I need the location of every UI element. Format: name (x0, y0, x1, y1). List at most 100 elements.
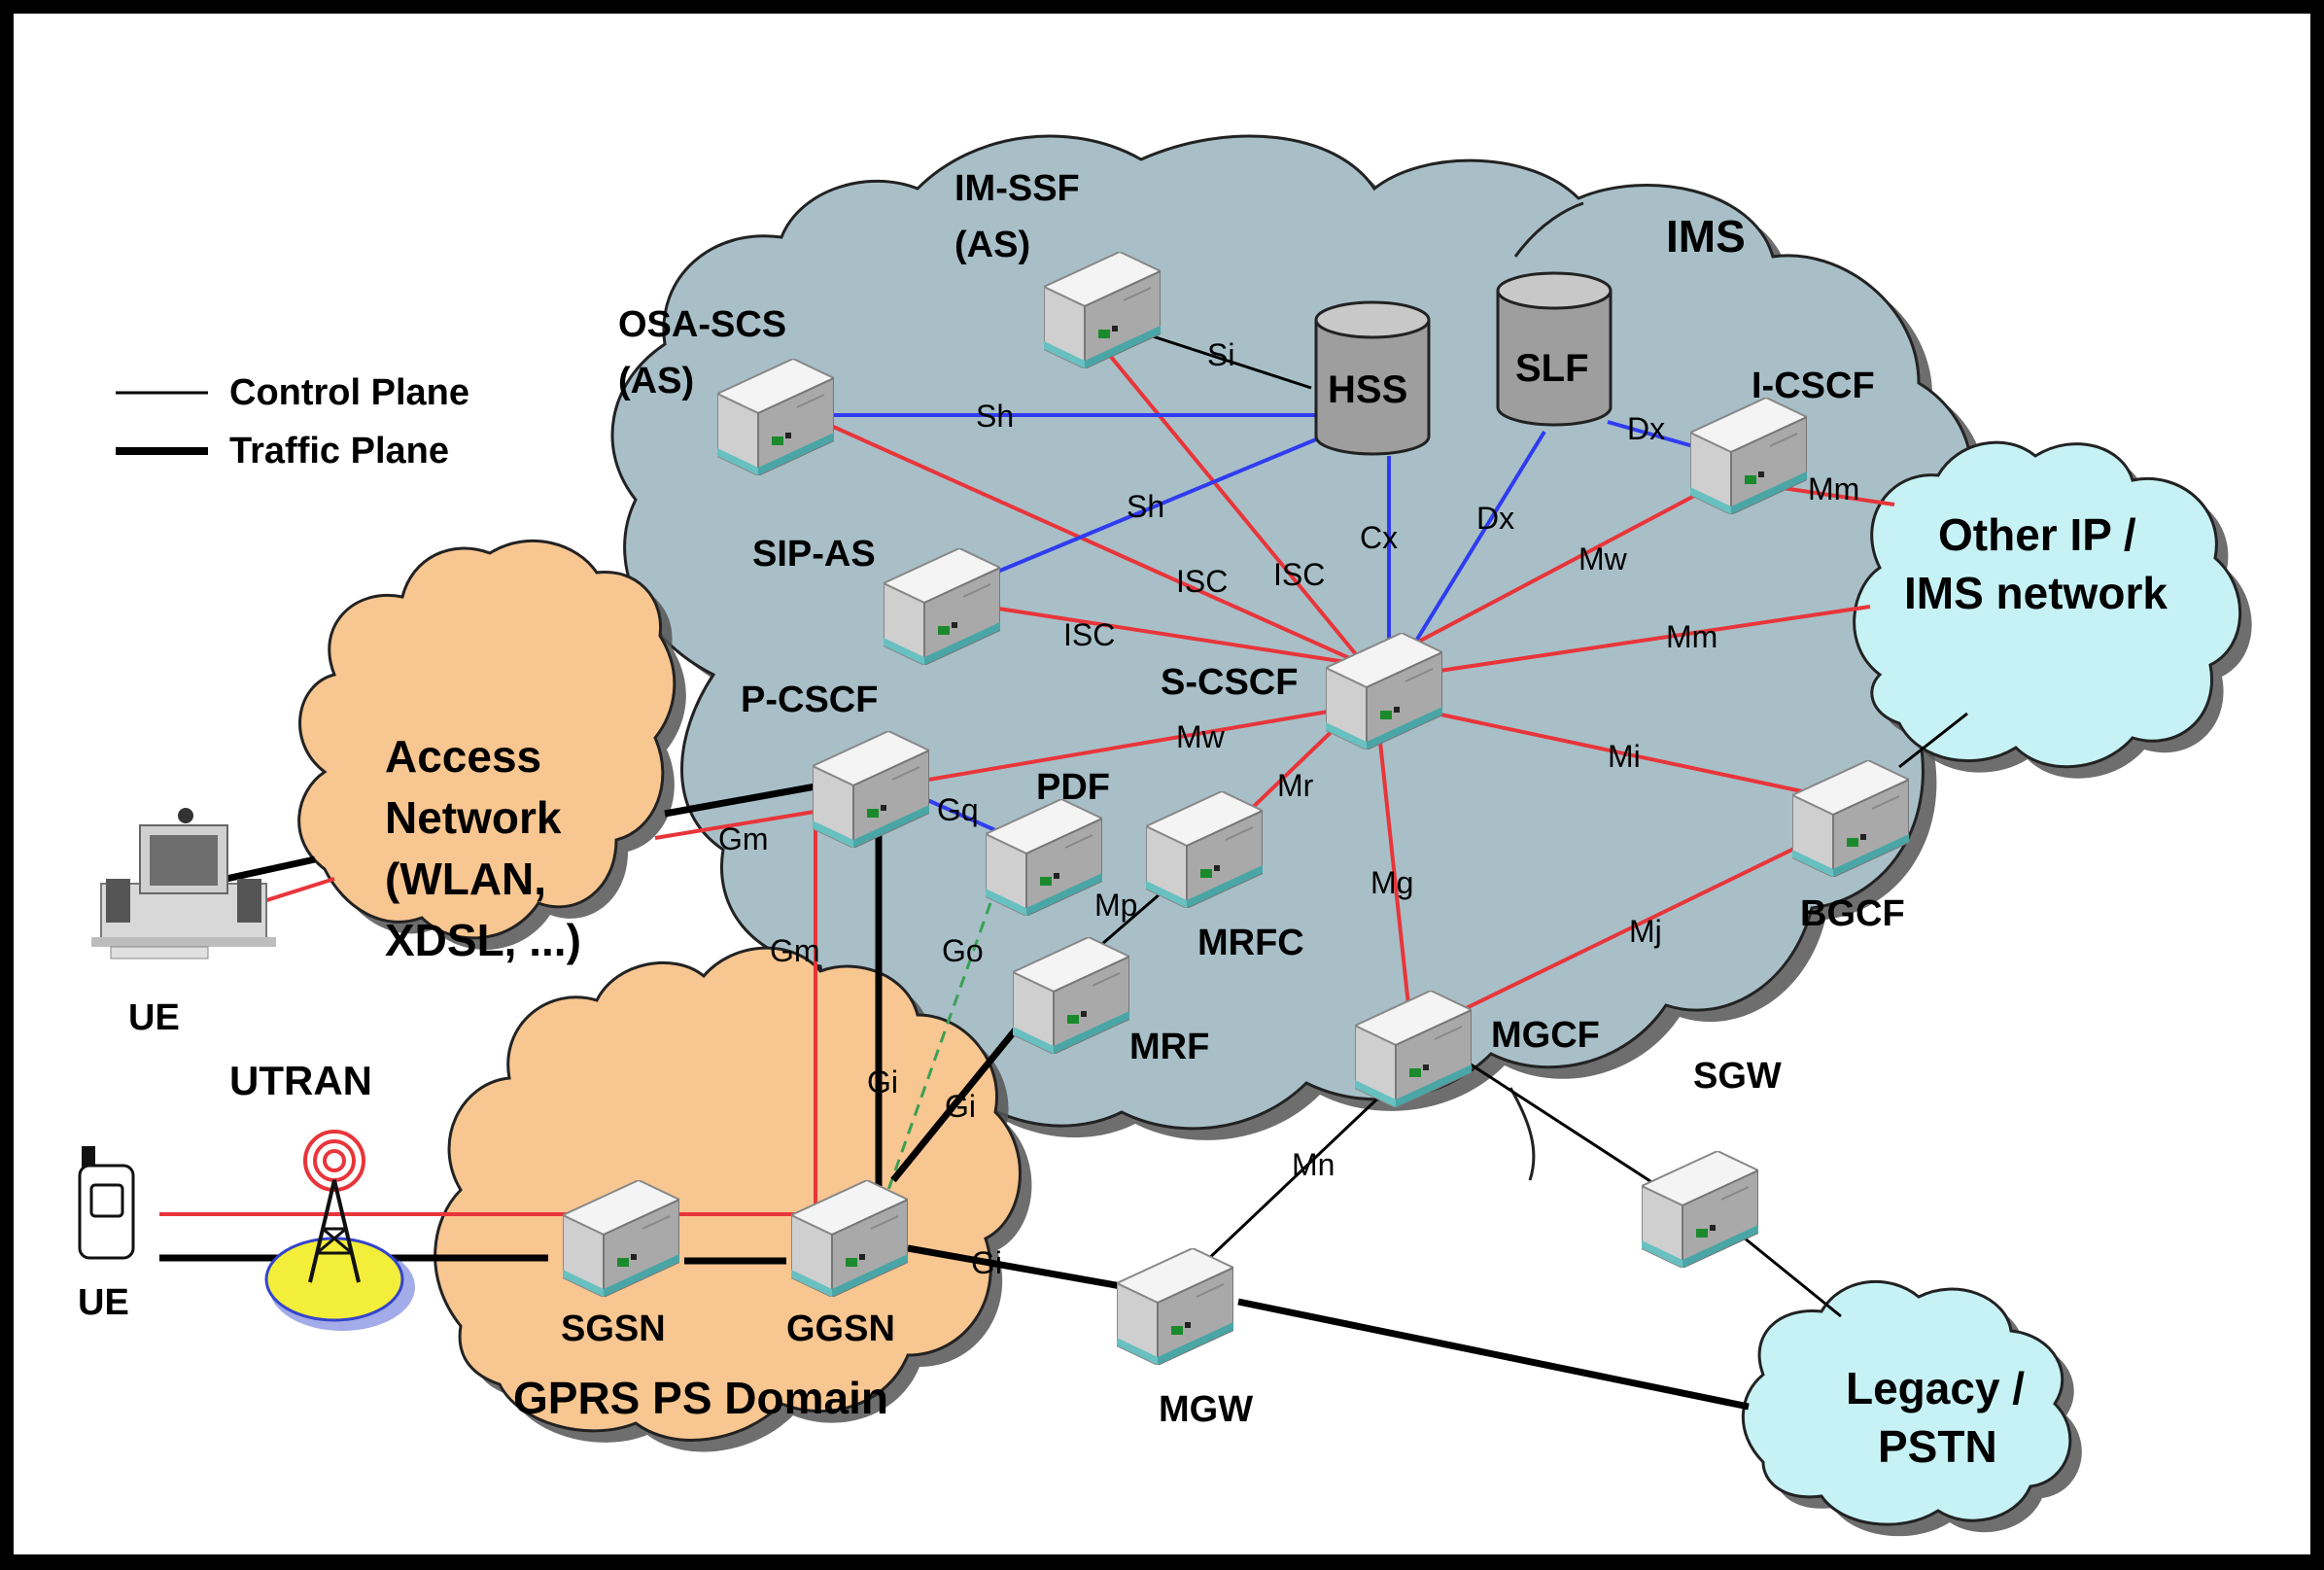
link-sipas-hss-sh (994, 437, 1317, 575)
i-cscf-label: I-CSCF (1752, 366, 1875, 406)
traffic-links (159, 783, 1750, 1411)
slf-label: SLF (1515, 347, 1589, 390)
if-mj: Mj (1629, 914, 1662, 949)
legend: Control Plane Traffic Plane (116, 372, 469, 471)
link-access-pcscf-traffic (664, 783, 816, 818)
if-isc-3: ISC (1063, 617, 1115, 652)
access-label-3: (WLAN, (385, 854, 546, 904)
link-scscf-mgcf (1377, 732, 1410, 1006)
sgw-server-icon (1642, 1151, 1758, 1268)
link-slf-scscf-dx (1411, 430, 1546, 647)
if-mm-1: Mm (1808, 471, 1859, 506)
legend-traffic-label: Traffic Plane (229, 431, 449, 471)
ims-architecture-diagram: Control Plane Traffic Plane HSS SLF UE (78, 134, 2252, 1537)
ggsn-label: GGSN (786, 1308, 895, 1349)
access-network-cloud (297, 539, 686, 950)
legend-control-label: Control Plane (229, 372, 469, 413)
bgcf-label: BGCF (1800, 893, 1905, 934)
if-gm-2: Gm (770, 933, 820, 968)
if-isc-1: ISC (1176, 564, 1228, 599)
if-mw-1: Mw (1578, 541, 1628, 576)
link-icscf-scscf (1373, 483, 1716, 667)
access-label-4: XDSL, ...) (385, 915, 581, 965)
control-links-blue (825, 413, 1701, 832)
link-scscf-bgcf (1412, 707, 1803, 793)
if-sh-1: Sh (976, 399, 1014, 434)
if-mi: Mi (1608, 739, 1641, 774)
other-ip-label-2: IMS network (1904, 568, 2168, 618)
link-scscf-otherip (1412, 605, 1871, 677)
ue-pc-label: UE (128, 997, 180, 1038)
link-bgcf-mgcf (1451, 843, 1803, 1017)
legacy-label-2: PSTN (1878, 1421, 1997, 1472)
link-mgcf-sgw (1461, 1057, 1657, 1187)
hss-database: HSS (1314, 300, 1431, 456)
other-ip-cloud (1853, 440, 2252, 779)
ims-label: IMS (1666, 211, 1746, 262)
link-imssf-scscf (1091, 332, 1367, 667)
link-access-pcscf (654, 809, 821, 840)
link-osa-scscf (800, 410, 1366, 667)
link-ggsn-mgw-gi (907, 1244, 1127, 1291)
if-isc-2: ISC (1273, 557, 1325, 592)
if-mg: Mg (1370, 865, 1413, 900)
osa-scs-label-2: (AS) (618, 361, 694, 401)
gprs-label: GPRS PS Domain (513, 1373, 888, 1423)
link-mgw-legacy (1237, 1298, 1750, 1411)
utran-label: UTRAN (229, 1058, 372, 1103)
link-mgcf-mgw-mn (1202, 1086, 1391, 1265)
slf-database: SLF (1496, 271, 1613, 427)
ue-mobile-label: UE (78, 1282, 129, 1323)
if-go: Go (942, 933, 984, 968)
link-slf-icscf-dx (1607, 420, 1701, 450)
pdf-label: PDF (1036, 767, 1110, 808)
link-ue-access-traffic (212, 855, 316, 886)
mrf-label: MRF (1129, 1027, 1209, 1067)
legacy-label-1: Legacy / (1846, 1363, 2025, 1413)
ims-cloud (610, 134, 1998, 1181)
if-dx-1: Dx (1476, 501, 1514, 536)
p-cscf-label: P-CSCF (741, 680, 878, 720)
utran-tower-icon: UTRAN (229, 1058, 415, 1331)
sgw-label: SGW (1693, 1056, 1782, 1097)
if-dx-2: Dx (1627, 411, 1665, 446)
s-cscf-label: S-CSCF (1161, 662, 1298, 703)
link-pcscf-scscf (887, 707, 1346, 788)
if-mm-2: Mm (1666, 619, 1717, 654)
im-ssf-label-1: IM-SSF (954, 168, 1080, 209)
if-mn: Mn (1292, 1147, 1335, 1182)
if-gq: Gq (937, 792, 979, 827)
if-sh-2: Sh (1127, 489, 1164, 524)
if-gm-1: Gm (718, 821, 769, 856)
link-ggsn-mrf-gi (890, 1022, 1023, 1183)
osa-scs-label-1: OSA-SCS (618, 304, 786, 345)
other-ip-label-1: Other IP / (1938, 509, 2136, 560)
ue-mobile-icon: UE (78, 1146, 135, 1323)
access-label-2: Network (385, 792, 562, 843)
link-sipas-scscf (985, 605, 1366, 667)
ue-pc-icon: UE (91, 808, 276, 1038)
mgw-label: MGW (1159, 1389, 1253, 1430)
if-mp: Mp (1094, 888, 1137, 923)
if-gi-1: Gi (867, 1064, 898, 1099)
link-bgcf-otherip (1898, 712, 1968, 769)
im-ssf-label-2: (AS) (954, 225, 1030, 265)
gprs-cloud (434, 946, 1032, 1452)
if-mw-2: Mw (1176, 719, 1226, 754)
hss-label: HSS (1328, 368, 1407, 411)
sip-as-label: SIP-AS (752, 534, 876, 575)
mgcf-label: MGCF (1491, 1015, 1600, 1056)
if-cx: Cx (1360, 520, 1398, 555)
link-sgw-legacy (1738, 1232, 1842, 1318)
interface-labels: Si Sh Sh ISC ISC ISC Cx Dx Dx Mw Mw Mm M… (718, 337, 1859, 1280)
if-mr: Mr (1277, 768, 1314, 803)
diagram-frame: Control Plane Traffic Plane HSS SLF UE (14, 14, 2310, 1554)
if-gi-3: Gi (971, 1245, 1002, 1280)
mgw-server-icon (1117, 1248, 1233, 1365)
if-gi-2: Gi (945, 1089, 976, 1124)
mrfc-label: MRFC (1197, 923, 1304, 963)
sgsn-label: SGSN (561, 1308, 666, 1349)
link-pdf-ggsn-go (886, 902, 992, 1191)
legacy-pstn-cloud (1741, 1279, 2082, 1537)
if-si: Si (1207, 337, 1234, 372)
